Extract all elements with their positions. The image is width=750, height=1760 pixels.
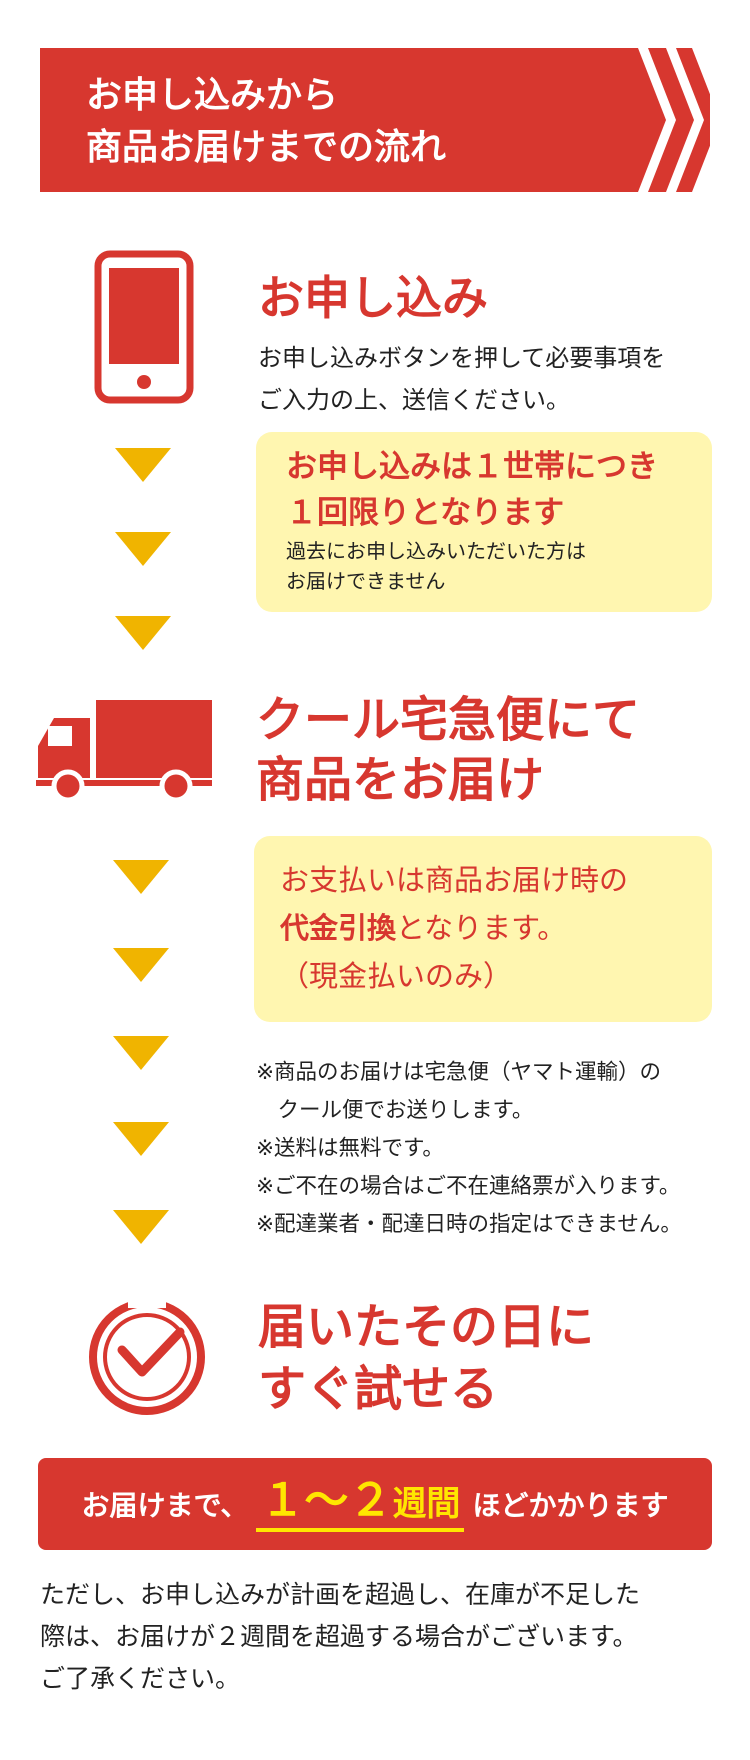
step1-description: お申し込みボタンを押して必要事項を ご入力の上、送信ください。 bbox=[258, 337, 665, 421]
delivery-suffix: ほどかかります bbox=[472, 1489, 669, 1522]
down-arrow-icon bbox=[113, 1122, 169, 1156]
down-arrow-icon bbox=[113, 860, 169, 894]
step2-title: クール宅急便にて 商品をお届け bbox=[256, 690, 640, 810]
step1-note-small-line1: 過去にお申し込みいただいた方は bbox=[286, 539, 586, 563]
header-banner: お申し込みから 商品お届けまでの流れ bbox=[40, 48, 710, 192]
footer-line1: ただし、お申し込みが計画を超過し、在庫が不足した bbox=[40, 1580, 641, 1609]
step2-title-line1: クール宅急便にて bbox=[256, 692, 641, 748]
delivery-note: クール便でお送りします。 bbox=[256, 1098, 534, 1123]
step2-note-line3: （現金払いのみ） bbox=[280, 959, 513, 993]
step1-note-small-line2: お届けできません bbox=[286, 569, 446, 593]
clock-check-icon bbox=[88, 1298, 206, 1420]
step3-title-line2: すぐ試せる bbox=[258, 1361, 499, 1417]
footer-note: ただし、お申し込みが計画を超過し、在庫が不足した 際は、お届けが２週間を超過する… bbox=[40, 1574, 720, 1700]
step1-note-box: お申し込みは１世帯につき １回限りとなります 過去にお申し込みいただいた方は お… bbox=[256, 432, 712, 612]
footer-line3: ご了承ください。 bbox=[40, 1664, 241, 1693]
delivery-highlight: １〜２週間 bbox=[256, 1474, 465, 1532]
delivery-time-banner: お届けまで、 １〜２週間 ほどかかります bbox=[38, 1458, 712, 1550]
down-arrow-icon bbox=[113, 1210, 169, 1244]
smartphone-icon bbox=[94, 250, 194, 408]
step1-title: お申し込み bbox=[258, 271, 488, 325]
down-arrow-icon bbox=[115, 616, 171, 650]
step2-note-line1: お支払いは商品お届け時の bbox=[280, 863, 629, 897]
step1-note-red-line2: １回限りとなります bbox=[286, 495, 565, 531]
step2-title-line2: 商品をお届け bbox=[256, 752, 545, 808]
delivery-note: ※配達業者・配達日時の指定はできません。 bbox=[256, 1212, 682, 1237]
delivery-weeks-unit: 週間 bbox=[392, 1483, 461, 1524]
step1-note-red-line1: お申し込みは１世帯につき bbox=[286, 449, 658, 485]
step1-desc-line2: ご入力の上、送信ください。 bbox=[258, 386, 570, 414]
delivery-notes: ※商品のお届けは宅急便（ヤマト運輸）の クール便でお送りします。 ※送料は無料で… bbox=[256, 1054, 682, 1244]
down-arrow-icon bbox=[115, 532, 171, 566]
delivery-weeks-number: １〜２ bbox=[260, 1474, 393, 1526]
footer-line2: 際は、お届けが２週間を超過する場合がございます。 bbox=[40, 1622, 638, 1651]
down-arrow-icon bbox=[113, 948, 169, 982]
step3-title: 届いたその日に すぐ試せる bbox=[258, 1296, 594, 1420]
step2-note-line2: 代金引換となります。 bbox=[280, 904, 628, 952]
delivery-note: ※送料は無料です。 bbox=[256, 1136, 444, 1161]
delivery-prefix: お届けまで、 bbox=[81, 1489, 249, 1522]
step2-note-line2-rest: となります。 bbox=[396, 911, 567, 945]
page-title-line2: 商品お届けまでの流れ bbox=[86, 127, 447, 168]
delivery-note: ※ご不在の場合はご不在連絡票が入ります。 bbox=[256, 1174, 681, 1199]
truck-icon bbox=[36, 700, 212, 810]
step2-payment-box: お支払いは商品お届け時の 代金引換となります。 （現金払いのみ） bbox=[254, 836, 712, 1022]
cod-label: 代金引換 bbox=[280, 911, 397, 945]
page-title: お申し込みから 商品お届けまでの流れ bbox=[86, 70, 446, 174]
banner-chevron-icon bbox=[40, 48, 710, 192]
step3-title-line1: 届いたその日に bbox=[258, 1299, 595, 1355]
down-arrow-icon bbox=[113, 1036, 169, 1070]
step1-desc-line1: お申し込みボタンを押して必要事項を bbox=[258, 344, 666, 372]
page-title-line1: お申し込みから bbox=[86, 75, 339, 116]
delivery-note: ※商品のお届けは宅急便（ヤマト運輸）の bbox=[256, 1060, 662, 1085]
down-arrow-icon bbox=[115, 448, 171, 482]
